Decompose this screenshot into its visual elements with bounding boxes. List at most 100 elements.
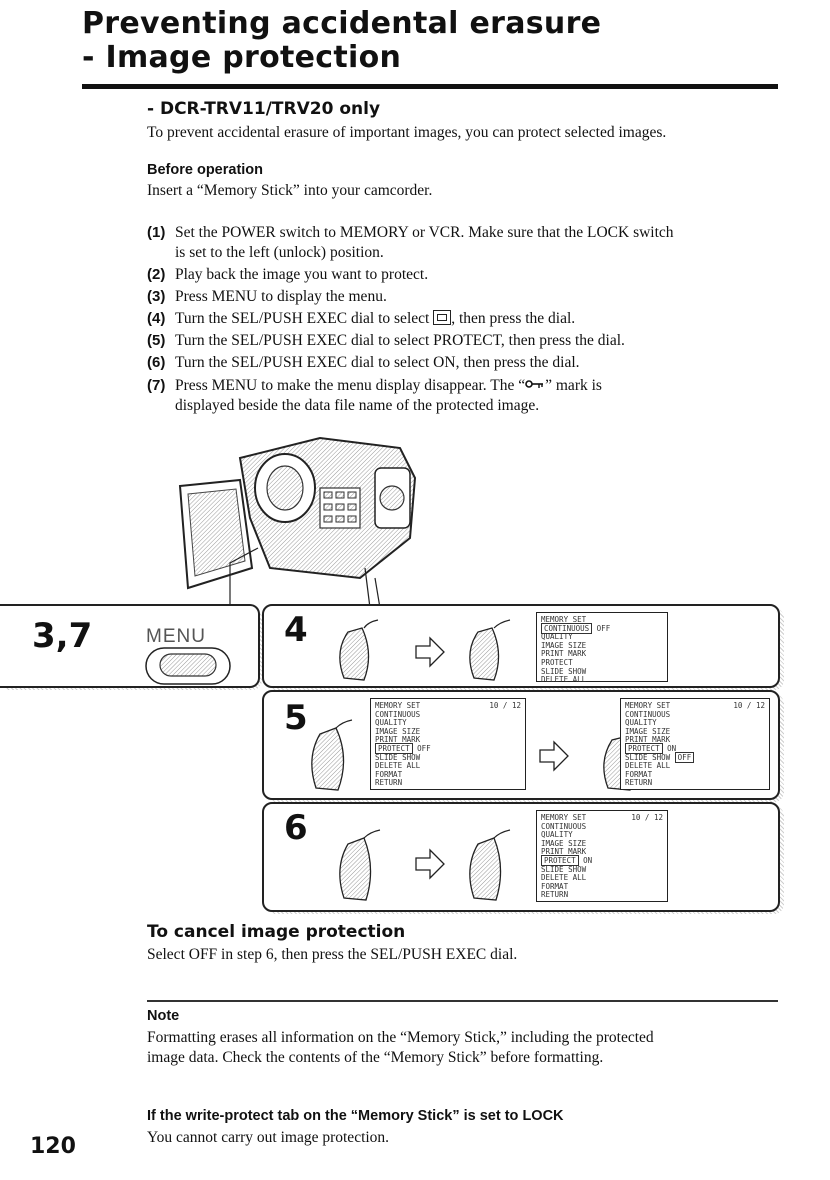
note-rule (147, 1000, 778, 1002)
menu-row: IMAGE SIZE (541, 640, 587, 650)
before-operation-text: Insert a “Memory Stick” into your camcor… (147, 182, 433, 199)
step-1: (1)Set the POWER switch to MEMORY or VCR… (147, 223, 787, 263)
menu-row: RETURN (541, 890, 569, 900)
menu-row-value: OFF (417, 743, 431, 753)
menu-counter: 10 / 12 (631, 813, 663, 822)
menu-row: PROTECT ON (625, 742, 765, 754)
menu-screen-step-5b: MEMORY SET 10 / 12 CONTINUOUS QUALITY IMA… (620, 698, 770, 790)
menu-title: MEMORY SET (541, 813, 587, 822)
step-text-b: , then press the dial. (451, 310, 576, 327)
step-number: (3) (147, 288, 166, 305)
menu-row: DELETE ALL (375, 761, 421, 771)
menu-screen-step-4: MEMORY SET CONTINUOUS OFF QUALITY IMAGE … (536, 612, 668, 685)
menu-row: CONTINUOUS (375, 709, 421, 719)
step-number: (6) (147, 354, 166, 371)
menu-row: IMAGE SIZE (375, 726, 421, 736)
menu-row: MEMORY SET 10 / 12 (625, 701, 765, 711)
step-text: Press MENU to display the menu. (175, 288, 387, 305)
step-text-cont: displayed beside the data file name of t… (175, 397, 540, 414)
panel-step-3-7: 3,7 MENU (0, 604, 260, 688)
menu-row: QUALITY (541, 632, 573, 642)
step-number: (1) (147, 224, 166, 241)
menu-row: PROTECT (541, 657, 573, 667)
dial-icon (311, 719, 353, 791)
camcorder-illustration (178, 436, 417, 608)
step-number: (2) (147, 266, 166, 283)
panel-step-label: 5 (284, 698, 308, 738)
cancel-text: Select OFF in step 6, then press the SEL… (147, 946, 518, 963)
menu-row: FORMAT (541, 881, 569, 891)
step-number: (7) (147, 377, 166, 394)
step-number: (4) (147, 310, 166, 327)
step-text: Play back the image you want to protect. (175, 266, 429, 283)
menu-button-label: MENU (146, 626, 206, 647)
steps-list: (1)Set the POWER switch to MEMORY or VCR… (147, 223, 787, 418)
cancel-heading: To cancel image protection (147, 922, 406, 942)
menu-row: CONTINUOUS (541, 821, 587, 831)
menu-screen-step-6: MEMORY SET 10 / 12 CONTINUOUS QUALITY IMA… (536, 810, 668, 902)
step-text: Press MENU to make the menu display disa… (175, 377, 526, 394)
panel-step-label: 4 (284, 610, 308, 650)
menu-title: MEMORY SET (625, 701, 671, 710)
menu-row: RETURN (375, 778, 403, 788)
menu-row: MEMORY SET (541, 615, 587, 624)
step-6: (6) Turn the SEL/PUSH EXEC dial to select… (147, 353, 787, 373)
menu-row: DELETE ALL (541, 675, 587, 685)
before-operation-heading: Before operation (147, 162, 264, 178)
menu-row: QUALITY (541, 830, 573, 840)
intro-text: To prevent accidental erasure of importa… (147, 124, 667, 141)
menu-row: PROTECT ON (541, 854, 663, 866)
lock-text: You cannot carry out image protection. (147, 1129, 390, 1146)
step-7: (7) Press MENU to make the menu display d… (147, 375, 787, 416)
menu-row: PRINT MARK (541, 847, 587, 857)
panel-step-label: 6 (284, 808, 308, 848)
note-line1: Formatting erases all information on the… (147, 1029, 654, 1046)
step-text-b: ” mark is (545, 377, 602, 394)
menu-row: IMAGE SIZE (541, 838, 587, 848)
menu-row: IMAGE SIZE (625, 726, 671, 736)
menu-row: PRINT MARK (375, 735, 421, 745)
title-rule (82, 84, 778, 89)
menu-row: PRINT MARK (541, 649, 587, 659)
menu-row-selected: PROTECT (375, 742, 413, 754)
menu-row: CONTINUOUS (625, 709, 671, 719)
menu-option-on: ON (667, 743, 677, 753)
page-title-line1: Preventing accidental erasure (82, 6, 602, 41)
step-text: Turn the SEL/PUSH EXEC dial to select (175, 310, 430, 327)
menu-row: MEMORY SET 10 / 12 (541, 813, 663, 823)
menu-row: SLIDE SHOW (375, 752, 421, 762)
step-text: Turn the SEL/PUSH EXEC dial to select ON… (175, 354, 580, 371)
menu-row: SLIDE SHOW (541, 864, 587, 874)
menu-row: RETURN (625, 778, 653, 788)
note-heading: Note (147, 1008, 180, 1024)
menu-option-off: OFF (674, 751, 695, 763)
menu-row: DELETE ALL (625, 761, 671, 771)
menu-row: SLIDE SHOW (541, 666, 587, 676)
model-subheading: - DCR-TRV11/TRV20 only (147, 99, 381, 119)
menu-counter: 10 / 12 (733, 701, 765, 710)
menu-row: PRINT MARK (625, 735, 671, 745)
dial-turn-press-illustration (339, 619, 511, 681)
menu-row-selected: CONTINUOUS (541, 622, 593, 634)
menu-row: FORMAT (625, 769, 653, 779)
step-text-cont: is set to the left (unlock) position. (175, 244, 384, 261)
menu-row: PROTECT OFF (375, 742, 521, 754)
menu-row-value: OFF (596, 623, 611, 633)
menu-row: FORMAT (375, 769, 403, 779)
menu-row: QUALITY (625, 718, 657, 728)
panel-step-label: 3,7 (32, 616, 93, 656)
panel-step-6: 6 MEMORY SET 10 / 12 CONTINUOUS QUALITY I… (262, 802, 780, 912)
step-5: (5)Turn the SEL/PUSH EXEC dial to select… (147, 331, 787, 351)
step-4: (4) Turn the SEL/PUSH EXEC dial to select… (147, 309, 787, 329)
note-line2: image data. Check the contents of the “M… (147, 1049, 604, 1066)
menu-counter: 10 / 12 (489, 701, 521, 710)
step-number: (5) (147, 332, 166, 349)
menu-row-selected: PROTECT (541, 854, 579, 866)
panel-step-5: 5 MEMORY SET 10 / 12 CONTINUOUS QUALITY I… (262, 690, 780, 800)
menu-row-label: SLIDE SHOW (625, 752, 671, 762)
step-2: (2) Play back the image you want to prote… (147, 265, 787, 285)
menu-row: QUALITY (375, 718, 407, 728)
panel-step-4: 4 MEMORY SET CONTINUOUS OFF QUALITY IMAG… (262, 604, 780, 688)
